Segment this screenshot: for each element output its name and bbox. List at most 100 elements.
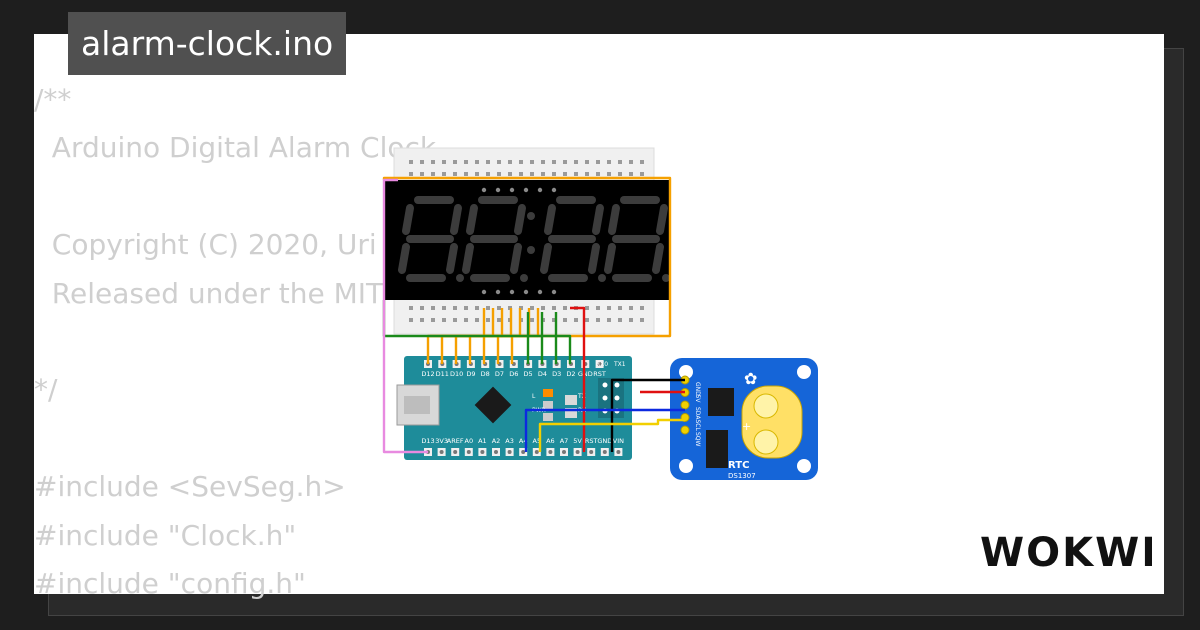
pin-hole bbox=[521, 450, 526, 454]
nano-top-pin-label: D9 bbox=[466, 370, 475, 378]
crystal bbox=[706, 430, 728, 468]
segment bbox=[402, 204, 414, 235]
pin-hole bbox=[589, 450, 594, 454]
nano-label-tx1: TX1 bbox=[613, 361, 626, 368]
nano-label-rx0: RX0 bbox=[596, 361, 608, 368]
breadboard-hole bbox=[640, 172, 644, 176]
wire-yellow[interactable] bbox=[538, 418, 685, 452]
breadboard-hole bbox=[519, 172, 523, 176]
nano-top-pin-label: D2 bbox=[566, 370, 575, 378]
breadboard-hole bbox=[475, 306, 479, 310]
code-editor[interactable]: /** Arduino Digital Alarm Clock Copyrigh… bbox=[34, 76, 507, 608]
microcontroller-chip bbox=[474, 386, 512, 424]
segment bbox=[652, 243, 664, 274]
decimal-point bbox=[520, 274, 528, 282]
display-pin bbox=[551, 289, 557, 295]
rtc-pin-sqw[interactable] bbox=[680, 425, 690, 435]
breadboard-hole bbox=[629, 160, 633, 164]
segment bbox=[540, 243, 552, 274]
pin-hole bbox=[575, 450, 580, 454]
rtc-pin-label: SCL bbox=[694, 420, 701, 432]
breadboard-hole bbox=[409, 318, 413, 322]
pin-hole bbox=[548, 450, 553, 454]
wire-violet[interactable] bbox=[382, 178, 428, 454]
breadboard-hole bbox=[563, 160, 567, 164]
mounting-hole bbox=[797, 365, 811, 379]
display-pin bbox=[495, 289, 501, 295]
wire-orange-outline[interactable] bbox=[382, 176, 672, 338]
mounting-hole bbox=[679, 365, 693, 379]
breadboard-hole bbox=[530, 318, 534, 322]
breadboard-hole bbox=[486, 318, 490, 322]
display-pin bbox=[523, 187, 529, 193]
segment bbox=[604, 243, 616, 274]
breadboard-hole bbox=[442, 306, 446, 310]
display-pin bbox=[509, 187, 515, 193]
breadboard-hole bbox=[607, 306, 611, 310]
breadboard-hole bbox=[563, 318, 567, 322]
breadboard-hole bbox=[420, 318, 424, 322]
breadboard-hole bbox=[486, 160, 490, 164]
nano-bottom-pin-label: GND bbox=[597, 437, 612, 445]
rtc-pin-sda[interactable] bbox=[680, 400, 690, 410]
pin-hole bbox=[480, 450, 485, 454]
nano-bottom-pin-label: RST bbox=[585, 437, 598, 445]
code-line: #include "Clock.h" bbox=[34, 518, 297, 552]
breadboard-hole bbox=[486, 306, 490, 310]
breadboard-hole bbox=[420, 172, 424, 176]
breadboard-hole bbox=[596, 306, 600, 310]
breadboard-hole bbox=[497, 306, 501, 310]
breadboard-hole bbox=[574, 318, 578, 322]
pin-hole bbox=[494, 450, 498, 454]
breadboard-hole bbox=[453, 306, 457, 310]
svg-text:+: + bbox=[742, 420, 751, 433]
nano-top-pin-label: D5 bbox=[524, 370, 533, 378]
pin-hole bbox=[507, 450, 512, 454]
breadboard-hole bbox=[596, 160, 600, 164]
wire-black[interactable] bbox=[610, 378, 685, 452]
led-tx bbox=[543, 413, 553, 421]
display-pin bbox=[537, 187, 543, 193]
wire-red[interactable] bbox=[570, 306, 586, 452]
breadboard-hole bbox=[618, 160, 622, 164]
breadboard-hole bbox=[464, 160, 468, 164]
breadboard-hole bbox=[552, 318, 556, 322]
breadboard-hole bbox=[607, 172, 611, 176]
nano-top-pin-label: D3 bbox=[552, 370, 561, 378]
segment bbox=[592, 204, 604, 235]
breadboard-hole bbox=[585, 160, 589, 164]
reset-button[interactable] bbox=[565, 395, 577, 405]
rtc-pin-label: SDA bbox=[694, 407, 701, 420]
usb-port-icon bbox=[404, 396, 430, 414]
segment bbox=[608, 204, 620, 235]
breadboard-hole bbox=[585, 318, 589, 322]
segment bbox=[466, 204, 478, 235]
pin-hole bbox=[534, 450, 539, 454]
nano-bottom-pin-label: 5V bbox=[573, 437, 582, 445]
display-pin bbox=[481, 187, 487, 193]
breadboard-hole bbox=[497, 318, 501, 322]
rtc-title: RTC bbox=[728, 460, 749, 471]
breadboard-hole bbox=[409, 172, 413, 176]
pin-hole bbox=[597, 362, 602, 366]
file-tab[interactable]: alarm-clock.ino bbox=[68, 12, 347, 75]
seven-segment-display[interactable] bbox=[384, 180, 670, 300]
segment bbox=[450, 204, 462, 235]
breadboard-hole bbox=[442, 172, 446, 176]
pin-hole bbox=[466, 450, 471, 454]
wires bbox=[382, 176, 685, 454]
nano-bottom-pin-label: VIN bbox=[613, 437, 624, 445]
breadboard-hole bbox=[486, 172, 490, 176]
nano-bottom-pin-label: AREF bbox=[447, 437, 464, 445]
nano-top-pin-label: D4 bbox=[538, 370, 547, 378]
rtc-model: DS1307 bbox=[728, 472, 756, 480]
breadboard-hole bbox=[530, 306, 534, 310]
colon-dot-top bbox=[527, 212, 535, 220]
pin-hole bbox=[602, 450, 607, 454]
wire-blue[interactable] bbox=[524, 408, 685, 452]
pin-hole bbox=[439, 450, 444, 454]
breadboard-hole bbox=[420, 306, 424, 310]
